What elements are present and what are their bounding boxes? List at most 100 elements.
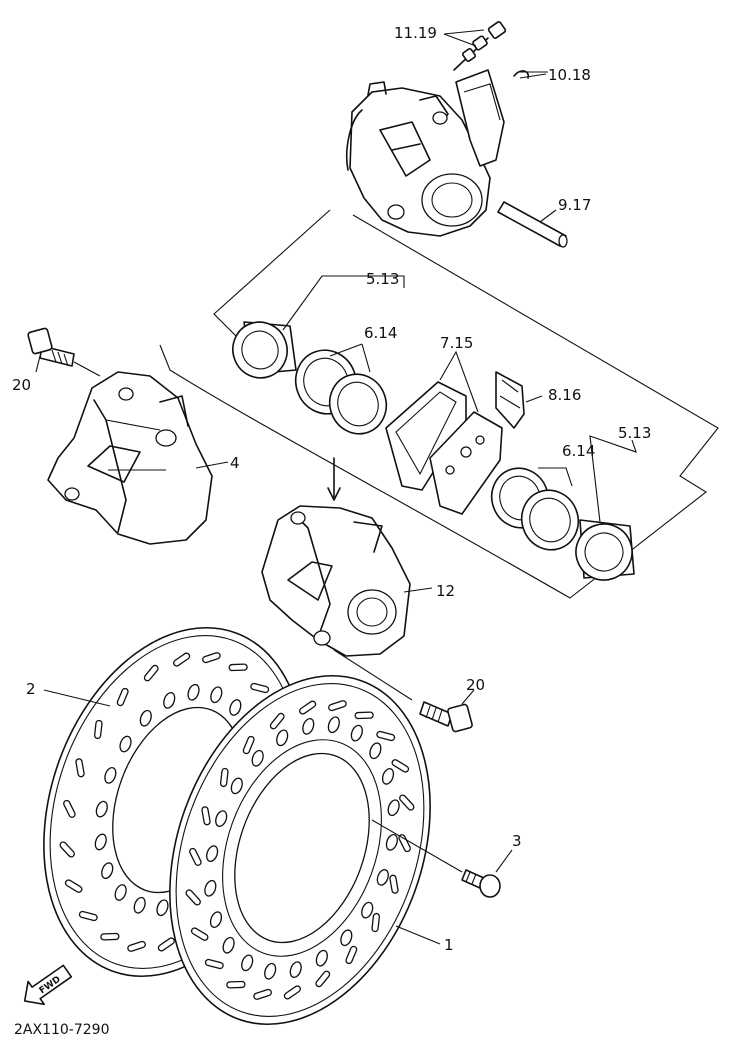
disc-hole bbox=[350, 724, 363, 742]
leader-7-15 bbox=[439, 350, 479, 413]
disc-hole bbox=[340, 929, 353, 947]
disc-slot bbox=[283, 985, 301, 1000]
disc-slot bbox=[389, 874, 399, 894]
caliper-center bbox=[261, 457, 411, 657]
leader-8-16 bbox=[525, 395, 543, 403]
bolt-right bbox=[419, 701, 473, 733]
seals-right bbox=[490, 467, 580, 551]
disc-hole bbox=[315, 949, 328, 967]
label-2: 2 bbox=[26, 680, 36, 698]
disc-slot bbox=[376, 730, 396, 742]
disc-slot bbox=[250, 682, 270, 694]
disc-slot bbox=[219, 767, 229, 788]
disc-hole bbox=[210, 686, 223, 704]
disc-slot bbox=[59, 841, 75, 858]
disc-hole bbox=[215, 810, 228, 827]
disc-slot bbox=[143, 664, 159, 682]
disc-slot bbox=[189, 847, 202, 866]
disc-hole bbox=[209, 911, 223, 928]
leader-5-13-right bbox=[589, 435, 637, 523]
leader-5-13-top bbox=[282, 275, 405, 331]
leader-11-19 bbox=[443, 29, 485, 47]
disc-slot bbox=[185, 889, 201, 906]
leader-2 bbox=[43, 689, 111, 707]
disc-hole bbox=[95, 800, 108, 818]
disc-hole bbox=[251, 749, 264, 767]
label-9-17: 9.17 bbox=[558, 196, 591, 214]
label-20-left: 20 bbox=[12, 376, 31, 394]
disc-hole bbox=[230, 777, 243, 795]
leader-4 bbox=[195, 461, 229, 469]
label-5-13-right: 5.13 bbox=[618, 424, 651, 442]
brake-pads bbox=[385, 381, 503, 515]
disc-slot bbox=[315, 970, 331, 988]
disc-slot bbox=[371, 912, 381, 933]
disc-hole bbox=[369, 742, 382, 760]
disc-slot bbox=[190, 927, 209, 941]
label-8-16: 8.16 bbox=[548, 386, 581, 404]
label-6-14-top: 6.14 bbox=[364, 324, 397, 342]
disc-slot bbox=[345, 945, 358, 965]
disc-hole bbox=[133, 896, 146, 914]
label-1: 1 bbox=[444, 936, 454, 954]
leader-3 bbox=[371, 819, 513, 873]
disc-slot bbox=[63, 799, 76, 818]
disc-slot bbox=[64, 879, 83, 893]
disc-hole bbox=[101, 862, 114, 880]
leader-1 bbox=[395, 925, 441, 945]
disc-hole bbox=[104, 767, 117, 784]
bolt-left bbox=[27, 327, 75, 367]
piston-left bbox=[232, 321, 297, 379]
disc-hole bbox=[381, 768, 395, 785]
disc-hole bbox=[204, 879, 217, 897]
disc-slot bbox=[204, 958, 224, 970]
leader-10-18 bbox=[519, 73, 547, 79]
disc-slot bbox=[398, 834, 411, 853]
leader-12 bbox=[403, 587, 433, 593]
disc-hole bbox=[187, 683, 200, 701]
label-10-18: 10.18 bbox=[548, 66, 591, 84]
disc-hole bbox=[302, 718, 315, 735]
leader-9-17 bbox=[539, 209, 557, 223]
disc-slot bbox=[100, 932, 120, 941]
disc-slot bbox=[242, 735, 255, 755]
disc-slot bbox=[157, 937, 175, 952]
disc-hole bbox=[222, 936, 235, 954]
label-7-15: 7.15 bbox=[440, 334, 473, 352]
disc-slot bbox=[228, 663, 248, 672]
leader-6-14-top bbox=[329, 343, 371, 373]
label-3: 3 bbox=[512, 832, 522, 850]
disc-slot bbox=[202, 652, 221, 664]
pad-spring bbox=[495, 371, 525, 429]
disc-slot bbox=[253, 988, 272, 1000]
disc-slot bbox=[354, 711, 374, 720]
disc-hole bbox=[94, 833, 107, 851]
seals-left bbox=[294, 349, 388, 435]
disc-slot bbox=[269, 712, 285, 730]
disc-hole bbox=[229, 699, 242, 716]
disc-slot bbox=[75, 758, 85, 778]
disc-slot bbox=[116, 687, 129, 707]
piston-right bbox=[575, 519, 635, 581]
disc-slot bbox=[391, 759, 410, 773]
disc-hole bbox=[241, 954, 254, 972]
label-11-19: 11.19 bbox=[394, 24, 437, 42]
disc-slot bbox=[93, 719, 103, 740]
disc-hole bbox=[387, 799, 400, 817]
disc-slot bbox=[78, 910, 98, 922]
label-5-13-top: 5.13 bbox=[366, 270, 399, 288]
caliper-left bbox=[47, 371, 213, 545]
disc-hole bbox=[163, 692, 176, 709]
disc-slot bbox=[399, 794, 415, 811]
disc-hole bbox=[361, 901, 374, 919]
disc-slot bbox=[299, 700, 317, 715]
disc-slot bbox=[226, 980, 246, 989]
leader-6-14-right bbox=[538, 467, 573, 487]
disc-hole bbox=[119, 735, 132, 753]
label-4: 4 bbox=[230, 454, 240, 472]
label-12: 12 bbox=[436, 582, 455, 600]
disc-hole bbox=[156, 899, 169, 917]
disc-slot bbox=[328, 700, 347, 712]
leader-20-left bbox=[35, 355, 101, 377]
